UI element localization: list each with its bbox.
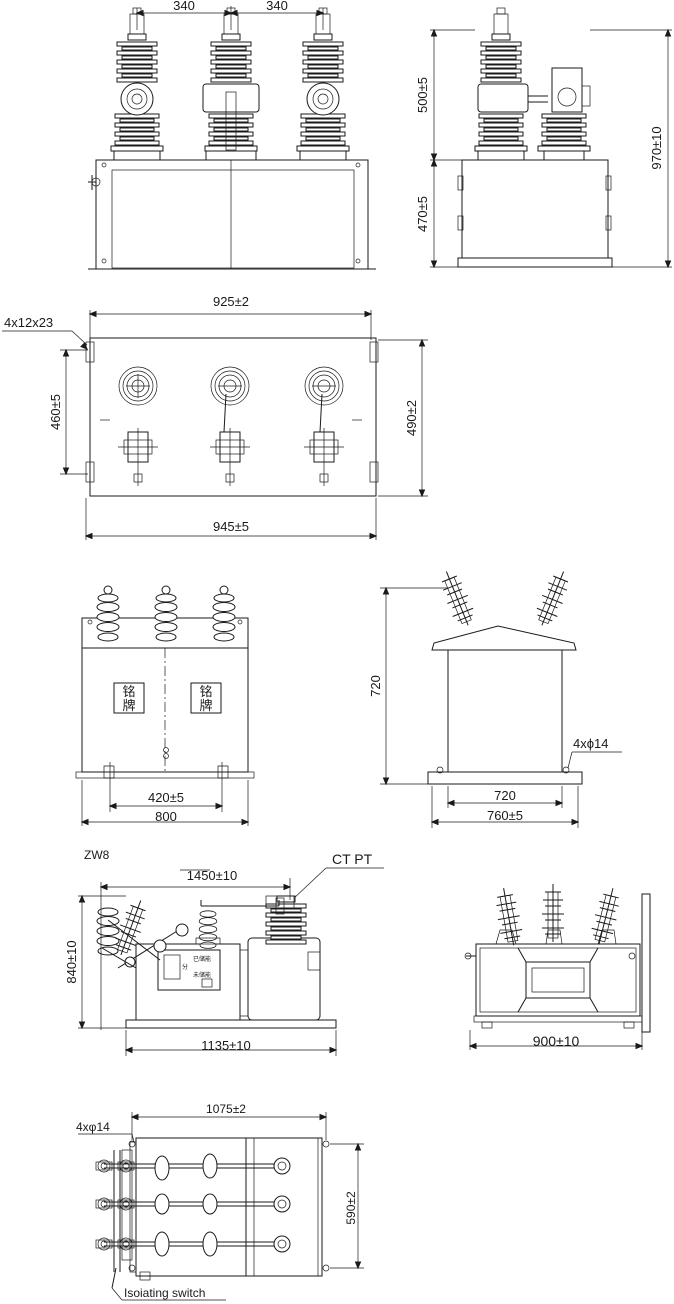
dim-side-width: 760±5 (487, 808, 523, 823)
isolating-switch-label: Isoiating switch (124, 1286, 205, 1300)
svg-text:牌: 牌 (122, 698, 135, 714)
cabinet-body (95, 159, 369, 270)
nameplate-left (113, 682, 145, 714)
dim-upper-height: 500±5 (415, 77, 430, 113)
dim-pole-spacing-right: 340 (266, 0, 288, 13)
cabinet-door (111, 169, 355, 269)
dim-front-hole-spacing: 420±5 (148, 790, 184, 805)
view3-front-view: 铭 牌 铭 牌 420±5 800 (75, 585, 255, 826)
dim-total-height: 970±10 (649, 126, 664, 169)
model-label: ZW8 (84, 848, 110, 862)
view2-plan-view: 925±2 945±5 4x12x23 460±5 490±2 (2, 294, 428, 540)
svg-text:牌: 牌 (199, 698, 212, 714)
dim-switch-depth: 590±2 (344, 1191, 358, 1225)
dim-mounting-holes: 4x12x23 (4, 315, 53, 330)
dim-plan-depth: 490±2 (404, 400, 419, 436)
view4-zw8-side-view: ZW8 CT PT 已储能 分 未储能 1450±10 (64, 848, 384, 1056)
view1-side-elevation: 500±5 470±5 970±10 (415, 7, 672, 268)
dim-switch-holes: 4xφ14 (76, 1120, 110, 1134)
dim-pole-spacing-left: 340 (173, 0, 195, 13)
pole-left (110, 7, 164, 161)
svg-text:铭: 铭 (199, 685, 212, 700)
dim-plan-outer-width: 945±5 (213, 519, 249, 534)
nameplate-right (190, 682, 222, 714)
dim-zw8-height: 840±10 (64, 940, 79, 983)
svg-text:未储能: 未储能 (193, 971, 211, 979)
dim-hole-spacing: 460±5 (48, 394, 63, 430)
dim-zw8-base: 1135±10 (201, 1038, 251, 1053)
control-panel (157, 949, 221, 991)
view3-side-view: 720 4xϕ14 720 760±5 (368, 566, 622, 828)
svg-text:分: 分 (182, 963, 188, 971)
pole-right (296, 7, 350, 161)
ct-pt-label: CT PT (332, 851, 373, 867)
dim-switch-width: 1075±2 (206, 1102, 246, 1116)
dim-lower-height: 470±5 (415, 196, 430, 232)
dim-side-holes: 4xϕ14 (573, 736, 608, 751)
pole-middle (202, 7, 260, 161)
dim-side-hole-spacing: 720 (494, 788, 516, 803)
svg-text:铭: 铭 (122, 685, 135, 700)
dim-front-width-900: 900±10 (533, 1033, 580, 1049)
dim-zw8-span: 1450±10 (187, 868, 238, 883)
svg-text:已储能: 已储能 (193, 955, 211, 963)
view1-front-elevation: 340 340 (88, 0, 376, 270)
dim-side-height: 720 (368, 675, 383, 697)
view5-isolating-switch-plan: 4xφ14 1075±2 590±2 Isoiating switch (76, 1102, 364, 1301)
dim-plan-width: 925±2 (213, 294, 249, 309)
dim-front-width: 800 (155, 809, 177, 824)
view4-front-view: 900±10 (464, 883, 651, 1050)
